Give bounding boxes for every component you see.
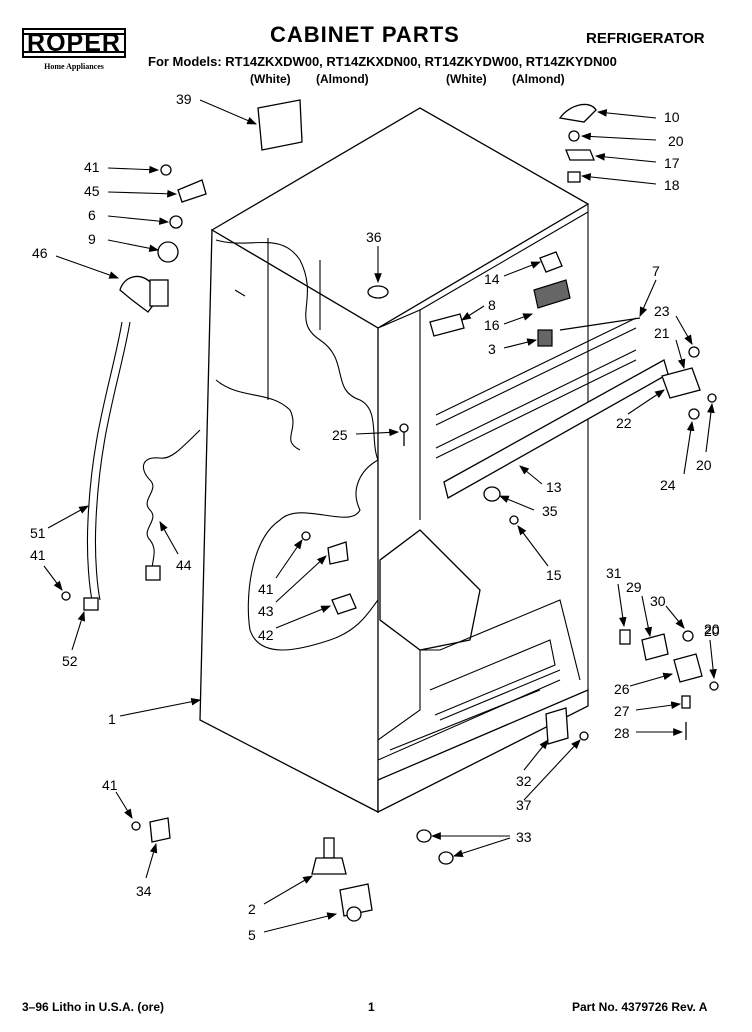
page-number: 1 (368, 1000, 375, 1014)
callout-37: 37 (516, 797, 532, 813)
callout-5: 5 (248, 927, 256, 943)
roper-logo (22, 28, 126, 58)
part-shapes (61, 99, 719, 922)
callout-32: 32 (516, 773, 532, 789)
cabinet-outline (199, 107, 637, 814)
callout-45: 45 (84, 183, 100, 199)
callout-52: 52 (62, 653, 78, 669)
callout-36: 36 (366, 229, 382, 245)
callout-27: 27 (614, 703, 630, 719)
color-label-3: (White) (446, 72, 487, 86)
callout-labels: 39 41 45 6 9 46 36 10 20 17 18 14 8 16 3… (30, 91, 720, 943)
callout-20b: 20 (696, 457, 712, 473)
callout-41b: 41 (30, 547, 46, 563)
callout-14: 14 (484, 271, 500, 287)
callout-7: 7 (652, 263, 660, 279)
appliance-type: REFRIGERATOR (586, 30, 705, 47)
callout-51: 51 (30, 525, 46, 541)
callout-31: 31 (606, 565, 622, 581)
callout-26: 26 (614, 681, 630, 697)
callout-20d: 20 (704, 623, 720, 639)
callout-13: 13 (546, 479, 562, 495)
callout-42: 42 (258, 627, 274, 643)
callout-46: 46 (32, 245, 48, 261)
callout-33: 33 (516, 829, 532, 845)
callout-20a: 20 (668, 133, 684, 149)
callout-17: 17 (664, 155, 680, 171)
leader-lines (43, 99, 717, 933)
callout-21: 21 (654, 325, 670, 341)
brand-name: ROPER (27, 29, 121, 57)
callout-23: 23 (654, 303, 670, 319)
brand-tagline: Home Appliances (44, 62, 104, 71)
callout-28: 28 (614, 725, 630, 741)
callout-43: 43 (258, 603, 274, 619)
color-label-2: (Almond) (316, 72, 369, 86)
callout-35: 35 (542, 503, 558, 519)
callout-2: 2 (248, 901, 256, 917)
callout-30: 30 (650, 593, 666, 609)
callout-18: 18 (664, 177, 680, 193)
color-label-1: (White) (250, 72, 291, 86)
callout-34: 34 (136, 883, 152, 899)
callout-41c: 41 (258, 581, 274, 597)
callout-22: 22 (616, 415, 632, 431)
callout-16: 16 (484, 317, 500, 333)
callout-15: 15 (546, 567, 562, 583)
callout-41d: 41 (102, 777, 118, 793)
print-info: 3–96 Litho in U.S.A. (ore) (22, 1000, 165, 1014)
callout-24: 24 (660, 477, 676, 493)
callout-25: 25 (332, 427, 348, 443)
page-title: CABINET PARTS (270, 22, 460, 47)
callout-20c: 20 (704, 621, 720, 637)
callout-6: 6 (88, 207, 96, 223)
callout-41: 41 (84, 159, 100, 175)
callout-39: 39 (176, 91, 192, 107)
callout-8: 8 (488, 297, 496, 313)
color-label-4: (Almond) (512, 72, 565, 86)
callout-9: 9 (88, 231, 96, 247)
callout-1: 1 (108, 711, 116, 727)
model-list: For Models: RT14ZKXDW00, RT14ZKXDN00, RT… (148, 54, 617, 69)
callout-3: 3 (488, 341, 496, 357)
part-number: Part No. 4379726 Rev. A (572, 1000, 708, 1014)
callout-44: 44 (176, 557, 192, 573)
callout-29: 29 (626, 579, 642, 595)
callout-10: 10 (664, 109, 680, 125)
